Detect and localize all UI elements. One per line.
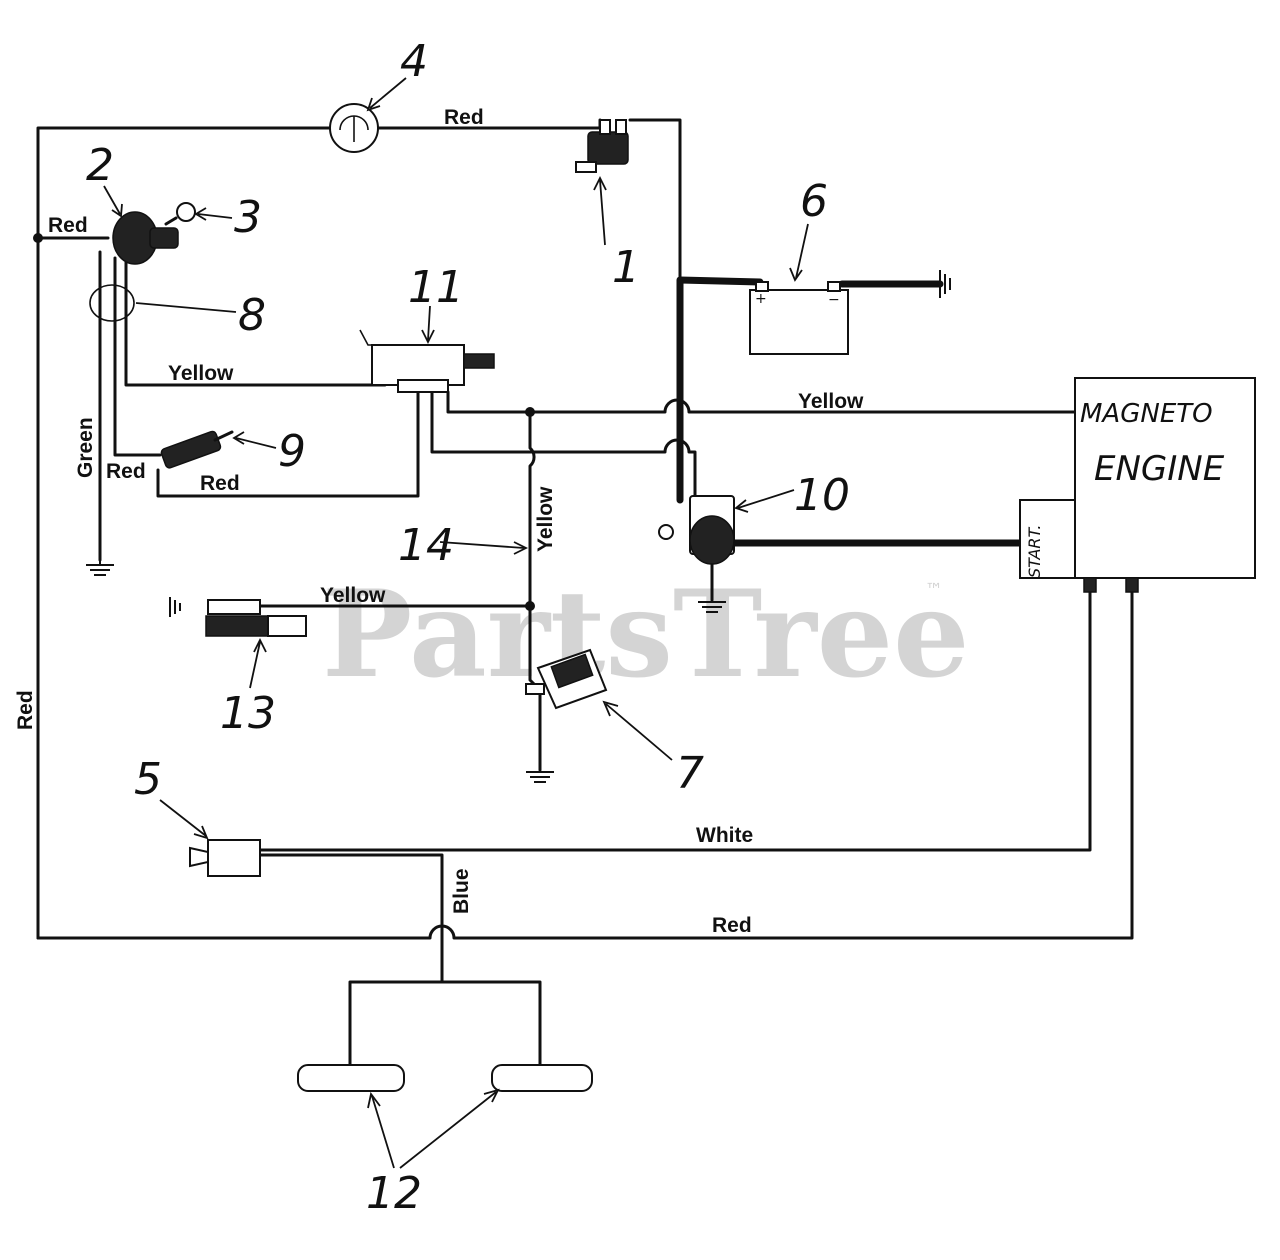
leader-14	[439, 541, 529, 555]
label-yellow-13: Yellow	[320, 584, 386, 607]
switch-11-icon	[359, 329, 495, 393]
label-red-9-left: Red	[106, 460, 146, 483]
battery-plus-label: +	[755, 291, 767, 307]
callout-13: 13	[220, 688, 276, 739]
callout-6: 6	[800, 176, 828, 227]
callout-7: 7	[676, 748, 704, 799]
junction-dot-key	[33, 233, 43, 243]
label-red-bottom: Red	[712, 914, 752, 937]
ground-symbol-green	[86, 560, 114, 576]
headlight-right-icon	[491, 1064, 593, 1092]
leader-2	[103, 185, 123, 218]
wire-11-10	[430, 390, 697, 502]
gauge-icon	[329, 103, 379, 153]
wire-red-9-11	[156, 390, 420, 498]
callout-10: 10	[794, 470, 850, 521]
engine-engine-label: ENGINE	[1094, 449, 1225, 489]
leader-5	[159, 799, 209, 840]
headlight-left-icon	[297, 1064, 405, 1092]
battery-icon: + −	[749, 281, 849, 355]
light-switch-icon	[189, 839, 261, 877]
switch-7-icon	[525, 648, 608, 710]
leader-9	[232, 431, 277, 449]
callout-14: 14	[398, 520, 454, 571]
callout-9: 9	[278, 426, 306, 477]
battery-minus-label: −	[828, 292, 840, 308]
watermark-trademark: ™	[925, 580, 943, 601]
callout-8: 8	[238, 290, 266, 341]
callout-5: 5	[134, 754, 162, 805]
switch-1-icon	[575, 119, 629, 173]
ground-symbol-battery	[939, 270, 951, 298]
spark-plug-icon	[160, 430, 234, 469]
solenoid-icon	[658, 495, 735, 565]
label-blue: Blue	[450, 868, 473, 914]
wire-yellow-engine	[446, 390, 1077, 414]
label-green: Green	[74, 417, 97, 478]
junction-dot-13	[525, 601, 535, 611]
leader-8	[135, 302, 237, 313]
leader-10	[734, 489, 795, 513]
callout-1: 1	[612, 242, 640, 293]
leader-7	[602, 700, 673, 761]
engine-start-label: START.	[1025, 525, 1044, 578]
switch-13-icon	[205, 599, 307, 637]
cable-battery-positive	[676, 276, 764, 504]
callout-12: 12	[366, 1168, 422, 1219]
callout-3: 3	[234, 192, 262, 243]
leader-6	[789, 223, 809, 282]
leader-4	[366, 77, 407, 112]
wire-blue	[258, 853, 542, 1067]
wire-bundle-loop	[89, 284, 135, 322]
label-yellow-11: Yellow	[168, 362, 234, 385]
watermark-text: PartsTree	[322, 564, 969, 705]
ground-symbol-10	[698, 601, 726, 613]
label-yellow-engine: Yellow	[798, 390, 864, 413]
wire-red-to-9	[113, 256, 162, 457]
leader-11	[421, 305, 435, 345]
key-icon	[164, 202, 196, 226]
label-white: White	[696, 824, 753, 847]
ignition-switch-icon	[112, 211, 179, 265]
callout-2: 2	[86, 140, 114, 191]
callout-11: 11	[408, 262, 464, 313]
leader-1	[593, 175, 607, 246]
label-yellow-14: Yellow	[534, 486, 557, 552]
label-red-key: Red	[48, 214, 88, 237]
label-red-9-bottom: Red	[200, 472, 240, 495]
engine-magneto-label: MAGNETO	[1080, 399, 1213, 429]
engine-box: MAGNETO ENGINE START.	[1019, 377, 1256, 593]
wire-yellow-to-11	[124, 256, 387, 387]
junction-dot-14-top	[525, 407, 535, 417]
ground-symbol-13	[169, 597, 181, 617]
label-red-top: Red	[444, 106, 484, 129]
label-red-left: Red	[14, 690, 37, 730]
leader-3	[194, 207, 233, 221]
wire-white	[258, 588, 1092, 852]
leader-13	[249, 637, 267, 689]
ground-symbol-7	[526, 771, 554, 783]
leader-12	[367, 1088, 500, 1169]
